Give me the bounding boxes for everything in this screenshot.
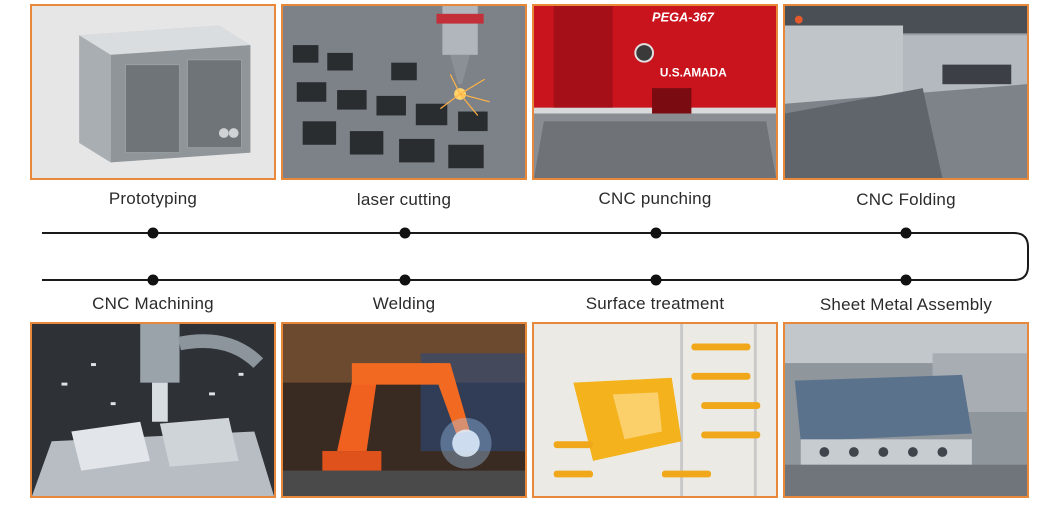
timeline-dot: [399, 227, 411, 239]
tile-surface-treatment: [532, 322, 778, 498]
timeline-dot: [900, 227, 912, 239]
label-prototyping: Prototyping: [108, 189, 198, 208]
label-laser-cutting: laser cutting: [356, 190, 452, 209]
timeline-dot: [650, 274, 662, 286]
tile-welding: [281, 322, 527, 498]
timeline-dot: [650, 227, 662, 239]
timeline-dot: [399, 274, 411, 286]
punching-machine-image: PEGA-367 U.S.AMADA: [534, 6, 776, 178]
label-cnc-machining: CNC Machining: [92, 294, 214, 313]
brand-text: PEGA-367: [652, 10, 715, 25]
assembled-bbq-grills-image: [785, 324, 1027, 496]
label-surface-treatment: Surface treatment: [585, 294, 725, 313]
cnc-mill-image: [32, 324, 274, 496]
tile-cnc-punching: PEGA-367 U.S.AMADA: [532, 4, 778, 180]
timeline-dot: [147, 274, 159, 286]
tile-cnc-machining: [30, 322, 276, 498]
tile-sheet-metal-assembly: [783, 322, 1029, 498]
timeline-dot: [147, 227, 159, 239]
tile-laser-cutting: [281, 4, 527, 180]
label-cnc-punching: CNC punching: [598, 189, 712, 208]
tile-prototyping: [30, 4, 276, 180]
label-sheet-metal-assembly: Sheet Metal Assembly: [819, 295, 993, 314]
timeline-dot: [900, 274, 912, 286]
label-welding: Welding: [372, 294, 436, 313]
label-cnc-folding: CNC Folding: [856, 190, 956, 209]
brand-text-2: U.S.AMADA: [660, 66, 727, 79]
sheet-metal-cabinet-image: [32, 6, 274, 178]
welding-robot-image: [283, 324, 525, 496]
laser-cutter-image: [283, 6, 525, 178]
press-brake-image: [785, 6, 1027, 178]
timeline-line: [42, 232, 1029, 281]
tile-cnc-folding: [783, 4, 1029, 180]
powder-coated-parts-image: [534, 324, 776, 496]
